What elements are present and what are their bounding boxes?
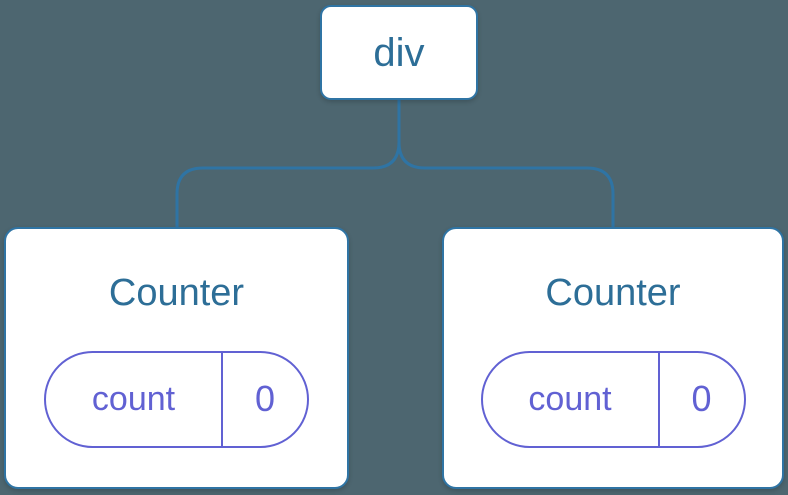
state-key: count	[528, 379, 612, 418]
state-value: 0	[254, 378, 276, 420]
connector-branch-right	[397, 140, 615, 230]
div-node-label: div	[373, 30, 425, 75]
state-pill: count 0	[44, 350, 309, 448]
state-pill-divider	[221, 352, 223, 446]
counter-title: Counter	[108, 272, 245, 314]
tree-node-counter-left: Counter count 0	[4, 227, 349, 489]
state-pill: count 0	[480, 350, 746, 448]
tree-node-counter-right: Counter count 0	[442, 227, 784, 489]
connector-branch-left	[175, 140, 401, 230]
state-key: count	[91, 379, 176, 418]
counter-title: Counter	[545, 272, 681, 314]
tree-node-div: div	[320, 5, 478, 100]
state-pill-divider	[657, 352, 660, 446]
state-value: 0	[691, 378, 712, 420]
